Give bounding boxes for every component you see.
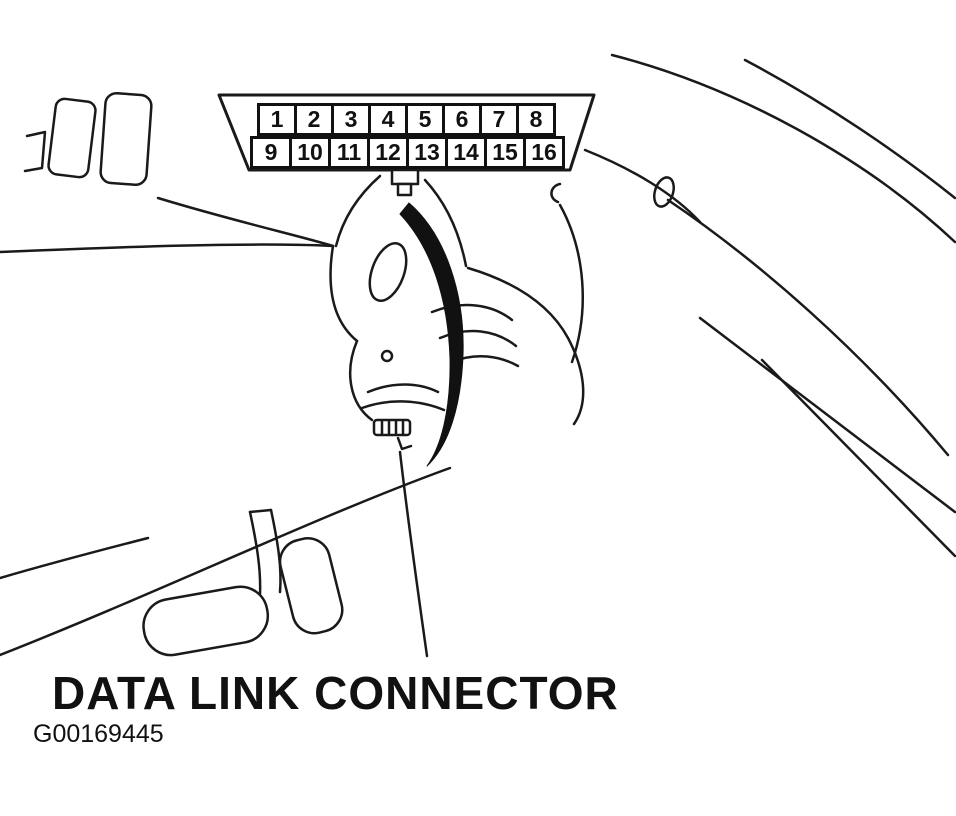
dlc-under-dash — [372, 418, 413, 451]
pin-cell-13: 13 — [406, 136, 448, 169]
figure-id: G00169445 — [33, 720, 164, 748]
pin-cell-7: 7 — [479, 103, 519, 136]
pin-cell-9: 9 — [250, 136, 292, 169]
dlc-label: DATA LINK CONNECTOR — [52, 667, 619, 719]
label-leader-line — [398, 450, 429, 658]
dlc-pin-row-bottom: 9 10 11 12 13 14 15 16 — [250, 136, 565, 169]
pin-cell-3: 3 — [331, 103, 371, 136]
pin-cell-5: 5 — [405, 103, 445, 136]
pin-cell-8: 8 — [516, 103, 556, 136]
pin-cell-16: 16 — [523, 136, 565, 169]
dash-edge-lines — [0, 196, 335, 254]
dash-detail-right — [550, 148, 702, 364]
pin-cell-12: 12 — [367, 136, 409, 169]
pin-cell-10: 10 — [289, 136, 331, 169]
pin-cell-11: 11 — [328, 136, 370, 169]
left-edge-vent-shape — [23, 130, 47, 173]
pedals — [142, 508, 344, 657]
pin-cell-2: 2 — [294, 103, 334, 136]
pin-cell-4: 4 — [368, 103, 408, 136]
pin-cell-1: 1 — [257, 103, 297, 136]
floor-lines — [0, 466, 452, 657]
pin-cell-14: 14 — [445, 136, 487, 169]
pin-cell-6: 6 — [442, 103, 482, 136]
windshield-pillar-curves — [610, 53, 956, 558]
dlc-pin-row-top: 1 2 3 4 5 6 7 8 — [257, 103, 556, 136]
steering-column-art — [329, 174, 585, 426]
dash-vents — [47, 91, 153, 187]
pin-cell-15: 15 — [484, 136, 526, 169]
dlc-arrow — [399, 202, 464, 467]
